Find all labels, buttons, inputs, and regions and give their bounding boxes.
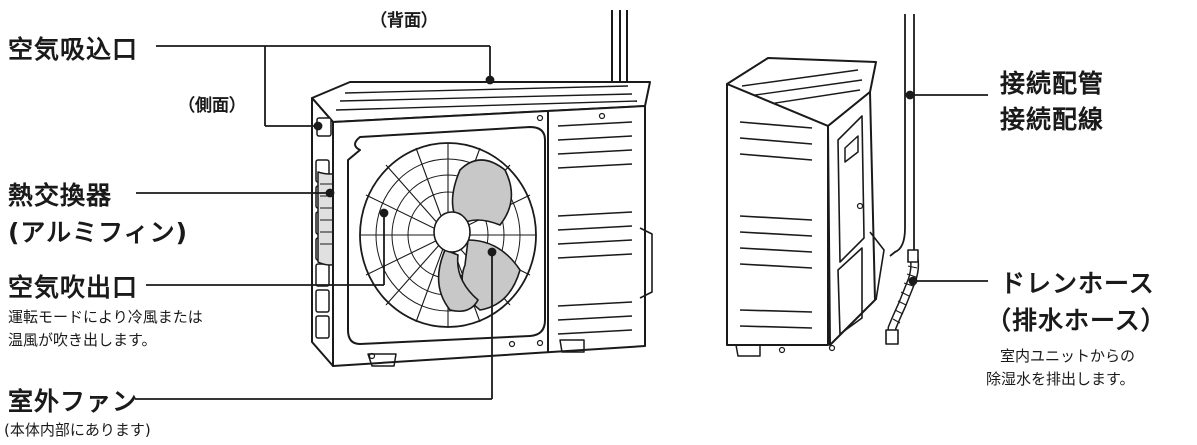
air-outlet-note-2: 温風が吹き出します。 bbox=[8, 331, 157, 349]
outdoor-fan-note: (本体内部にあります) bbox=[4, 421, 151, 439]
fan-blade bbox=[437, 249, 479, 313]
connection-wire-label: 接続配線 bbox=[1000, 105, 1105, 134]
air-outlet-note-1: 運転モードにより冷風または bbox=[8, 308, 203, 326]
air-intake-label: 空気吸込口 bbox=[8, 35, 139, 64]
back-label: （背面） bbox=[370, 11, 438, 31]
drain-note-1: 室内ユニットからの bbox=[1000, 347, 1136, 365]
side-unit bbox=[726, 14, 920, 357]
heat-exchanger-label: 熱交換器 bbox=[8, 181, 113, 210]
connection-pipe-label: 接続配管 bbox=[1000, 69, 1105, 98]
outdoor-fan-label: 室外ファン bbox=[8, 387, 139, 416]
drain-hose-label: ドレンホース bbox=[1000, 269, 1155, 298]
air-outlet-label: 空気吹出口 bbox=[8, 273, 139, 302]
drain-note-2: 除湿水を排出します。 bbox=[986, 370, 1135, 388]
heat-exchanger-sublabel: (アルミフィン) bbox=[8, 218, 189, 247]
front-unit bbox=[311, 10, 653, 367]
drain-hose-sublabel: （排水ホース） bbox=[986, 306, 1167, 335]
leader-lines bbox=[135, 45, 988, 400]
side-label: （側面） bbox=[178, 96, 246, 116]
